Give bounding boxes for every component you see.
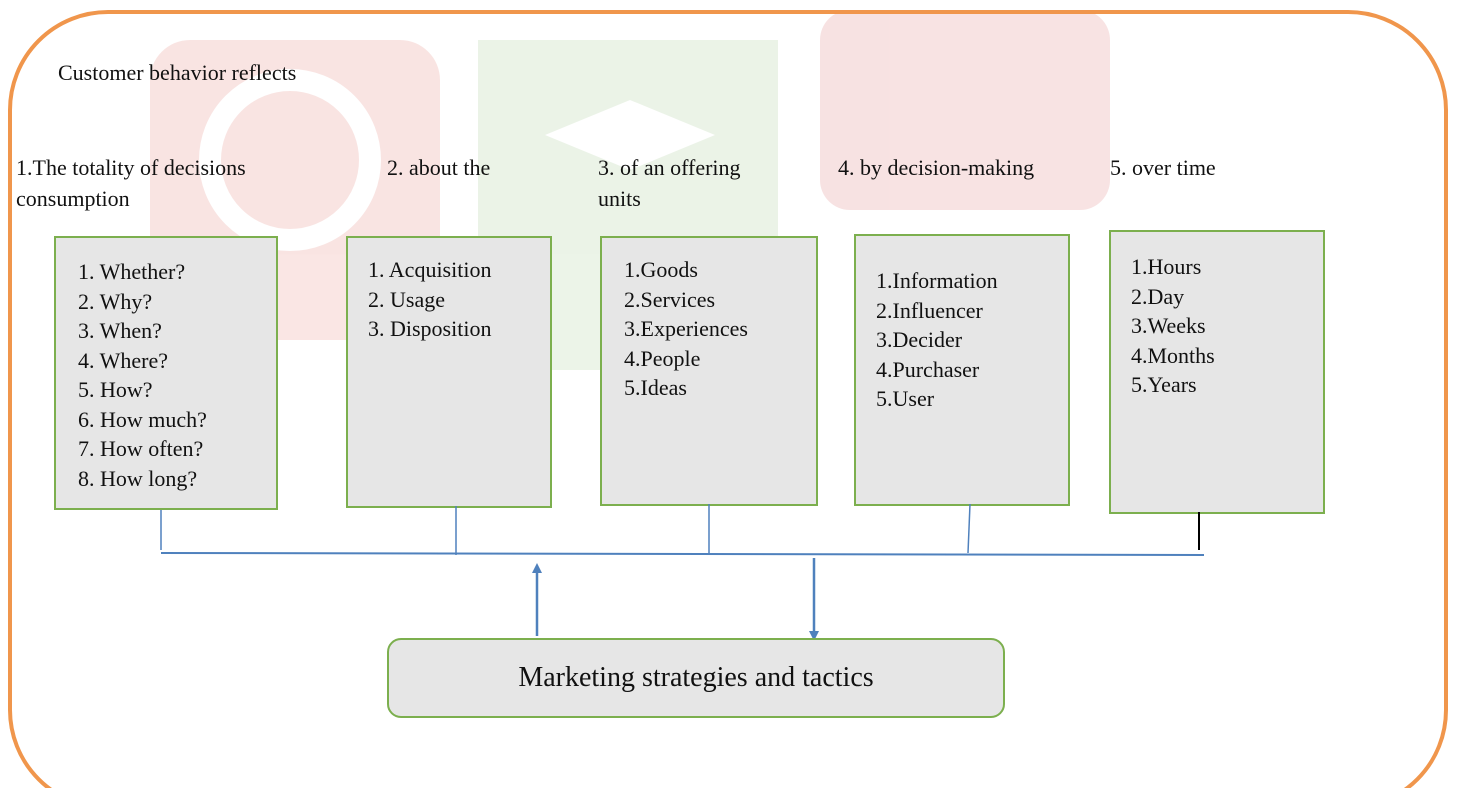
outer-frame <box>8 10 1448 788</box>
time-units-box: 1.Hours 2.Day 3.Weeks 4.Months 5.Years <box>1109 230 1325 514</box>
list-item: 2.Services <box>624 286 716 312</box>
list-item: 6. How much? <box>78 406 207 432</box>
list-item: 3.Weeks <box>1131 313 1206 338</box>
list-item: 2. Why? <box>78 288 153 314</box>
list-item: 3.Experiences <box>624 316 748 341</box>
column-heading-over-time: 5. over time <box>1110 155 1216 180</box>
consumption-stages-box: 1. Acquisition 2. Usage 3. Disposition <box>346 236 552 508</box>
list-item: 4.Months <box>1131 342 1215 368</box>
list-item: 3.Decider <box>876 327 963 352</box>
list-item: 2.Day <box>1131 283 1185 309</box>
horizontal-bus-line <box>160 552 1205 556</box>
marketing-strategies-box: Marketing strategies and tactics <box>387 638 1005 718</box>
column-heading-decision-making: 4. by decision-making <box>838 155 1035 180</box>
drop-line-4 <box>967 503 971 554</box>
list-item: 5.Ideas <box>624 375 687 400</box>
list-item: 1.Hours <box>1131 254 1202 279</box>
list-item: 7. How often? <box>78 436 204 461</box>
list-item: 5. How? <box>78 377 153 402</box>
list-item: 3. Disposition <box>368 316 492 341</box>
list-item: 1.Information <box>876 268 998 293</box>
list-item: 1.Goods <box>624 257 698 282</box>
list-item: 1. Whether? <box>78 259 186 284</box>
list-item: 5.Years <box>1131 372 1197 397</box>
list-item: 5.User <box>876 386 935 411</box>
list-item: 2. Usage <box>368 286 445 312</box>
list-item: 4. Where? <box>78 347 168 373</box>
column-heading-decisions: 1.The totality of decisions consumption <box>16 155 246 211</box>
marketing-strategies-label: Marketing strategies and tactics <box>518 662 874 693</box>
list-item: 1. Acquisition <box>368 257 492 282</box>
column-heading-offering: 3. of an offering units <box>598 155 741 211</box>
list-item: 4.Purchaser <box>876 356 980 382</box>
column-heading-about: 2. about the <box>387 155 491 180</box>
decision-questions-box: 1. Whether? 2. Why? 3. When? 4. Where? 5… <box>54 236 278 510</box>
offerings-box: 1.Goods 2.Services 3.Experiences 4.Peopl… <box>600 236 818 506</box>
list-item: 8. How long? <box>78 465 198 491</box>
list-item: 3. When? <box>78 318 162 343</box>
diagram-intro: Customer behavior reflects <box>58 60 297 85</box>
list-item: 4.People <box>624 345 701 371</box>
decision-roles-box: 1.Information 2.Influencer 3.Decider 4.P… <box>854 234 1070 506</box>
list-item: 2.Influencer <box>876 297 983 323</box>
